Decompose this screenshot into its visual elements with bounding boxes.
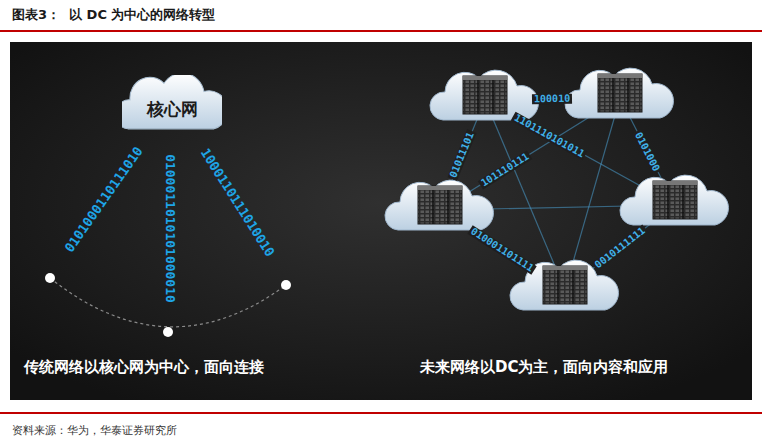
source-rule [0,412,762,414]
binary-stream: 100010 [532,94,572,105]
figure-title: 图表3： 以 DC 为中心的网络转型 [12,6,215,24]
dark-panel [10,42,752,400]
binary-stream: 0100011010101000010 [164,154,177,303]
cloud-node: 核心网 [122,75,222,133]
end-dot [281,280,291,290]
end-dot [163,327,173,337]
server-cloud [565,68,673,118]
server-cloud [430,70,538,120]
server-cloud [620,175,728,225]
server-cloud [385,180,493,230]
end-dot [45,273,55,283]
node-label: 核心网 [147,98,198,121]
source-note: 资料来源：华为，华泰证券研究所 [12,423,177,438]
panel-caption: 未来网络以DC为主，面向内容和应用 [420,358,668,377]
panel-caption: 传统网络以核心网为中心，面向连接 [24,358,264,377]
title-rule [0,30,762,32]
